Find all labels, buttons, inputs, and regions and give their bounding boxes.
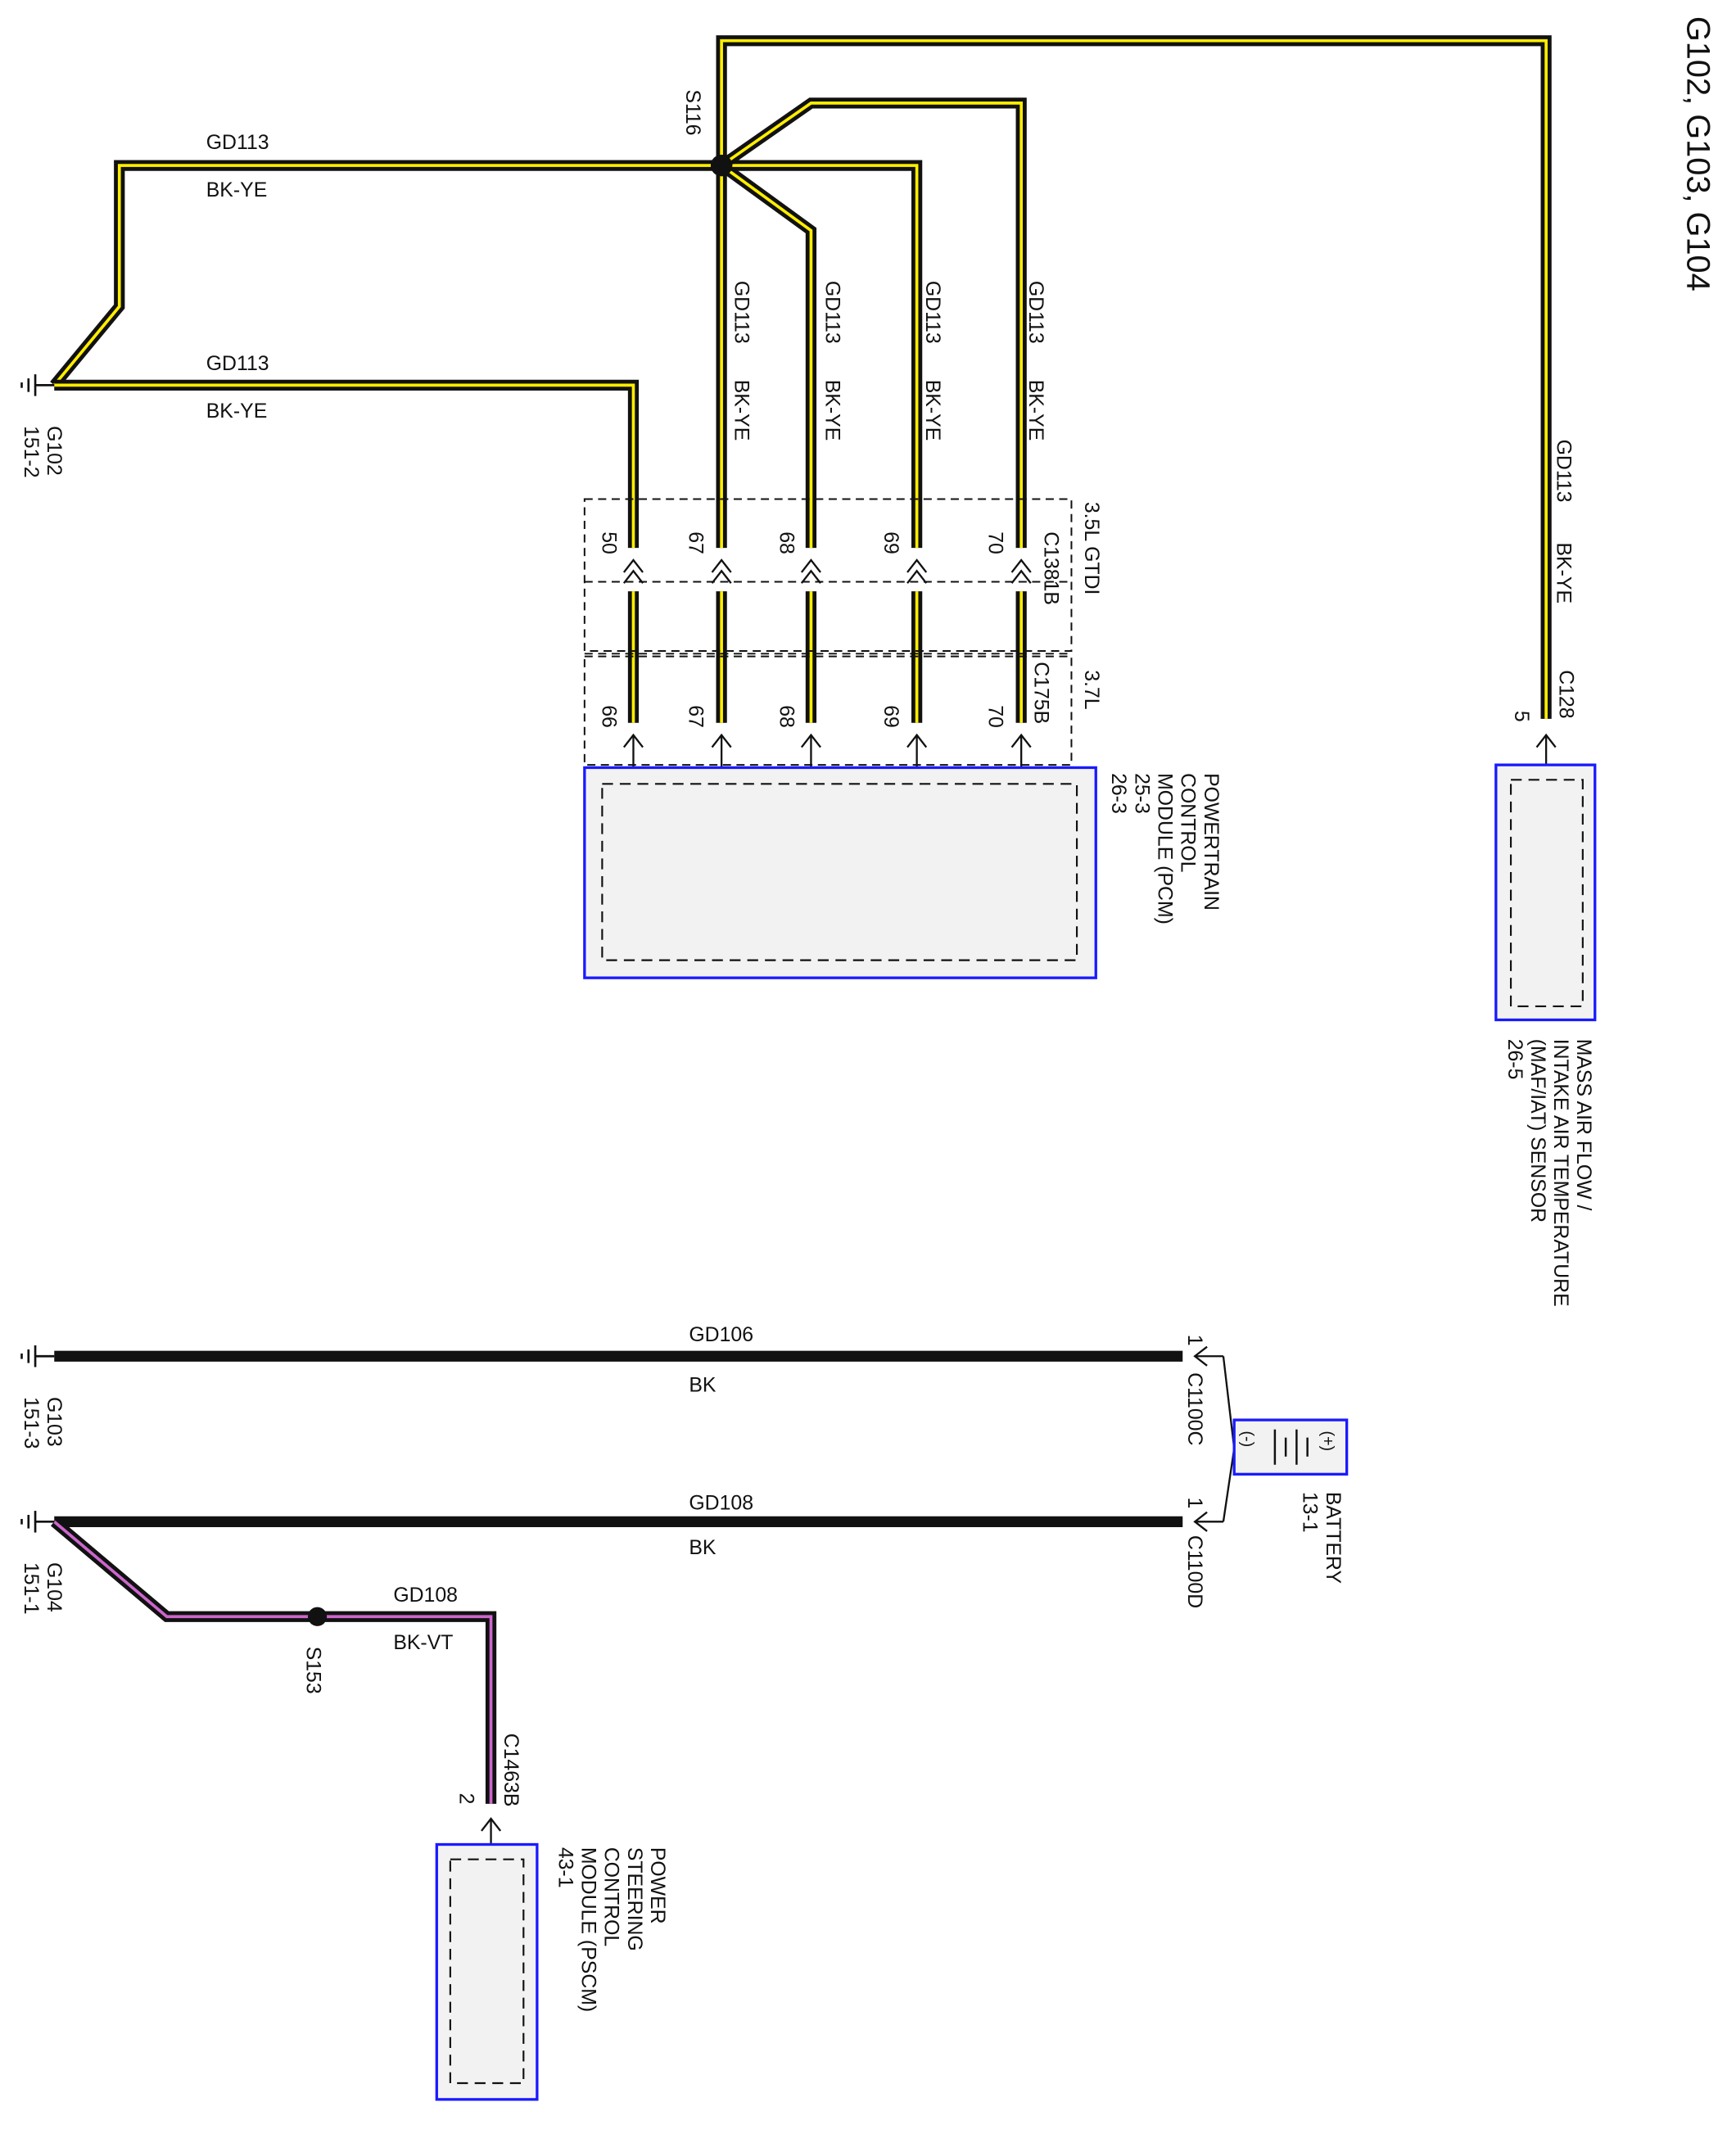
connector-c175b-label: C175B xyxy=(1030,662,1052,724)
splice-s116 xyxy=(710,154,733,177)
ground-g104-icon xyxy=(20,1511,55,1533)
pin-c1463b: 2 xyxy=(454,1793,477,1805)
pscm-label-5: 43-1 xyxy=(554,1847,576,1888)
pin-bottom-2: 67 xyxy=(684,705,706,728)
wire-label-bkye-b: BK-YE xyxy=(206,400,268,423)
ground-g103-ref: 151-3 xyxy=(20,1397,42,1449)
connector-gtdi-label: 3.5L GTDI xyxy=(1080,502,1102,595)
pin-c1100d: 1 xyxy=(1183,1498,1205,1509)
wire-label-gd113-69: GD113 xyxy=(921,281,943,344)
diagram-title: G102, G103, G104 xyxy=(1679,16,1716,292)
pin-c1100c: 1 xyxy=(1183,1335,1205,1346)
wire-label-bkye-a: BK-YE xyxy=(206,179,268,201)
wire-jumpers xyxy=(627,591,1027,723)
pin-chevron-c1100c xyxy=(1193,1345,1236,1449)
wire-label-gd108-a: GD108 xyxy=(689,1492,753,1514)
pcm-label-2: CONTROL xyxy=(1177,773,1199,872)
battery-icon xyxy=(1273,1429,1309,1465)
ground-g104-name: G104 xyxy=(43,1562,65,1612)
wire-label-gd113-68: GD113 xyxy=(821,281,843,344)
connector-c1100d-label: C1100D xyxy=(1183,1535,1205,1608)
connector-c1100c-label: C1100C xyxy=(1183,1372,1205,1445)
battery-label-2: 13-1 xyxy=(1299,1492,1321,1533)
maf-label-4: 26-5 xyxy=(1503,1039,1526,1080)
wire-label-bkye-68: BK-YE xyxy=(821,380,843,441)
pin-chevrons-top xyxy=(622,558,1032,584)
wire-label-gd113-67: GD113 xyxy=(730,281,753,344)
pin-top-4: 69 xyxy=(879,531,902,554)
splice-s116-label: S116 xyxy=(681,89,703,135)
wire-label-gd113-b: GD113 xyxy=(206,353,269,375)
wire-label-gd113-a: GD113 xyxy=(206,132,269,154)
pscm-label-4: MODULE (PSCM) xyxy=(577,1847,599,2012)
wire-s116-to-pin68 xyxy=(718,160,817,549)
pin-top-3: 68 xyxy=(775,531,797,554)
battery-minus: (-) xyxy=(1238,1431,1256,1447)
wire-s116-to-pin69 xyxy=(721,160,923,549)
pin-bottom-1: 66 xyxy=(597,705,619,728)
wire-s116-to-c128 xyxy=(716,35,1552,719)
connector-c1463b-label: C1463B xyxy=(500,1733,522,1807)
wire-label-bk-a: BK xyxy=(689,1374,717,1396)
wire-label-bkye-c128: BK-YE xyxy=(1552,543,1574,604)
wire-label-gd113-70: GD113 xyxy=(1024,281,1047,344)
wire-label-bkye-67: BK-YE xyxy=(730,380,753,441)
battery-label-1: BATTERY xyxy=(1322,1492,1344,1584)
ground-g103-icon xyxy=(20,1345,55,1367)
pcm-module xyxy=(583,766,1097,979)
pin-top-2: 67 xyxy=(684,531,706,554)
splice-s153-label: S153 xyxy=(301,1647,323,1694)
maf-sensor xyxy=(1494,763,1597,1022)
connector-c128-label: C128 xyxy=(1555,670,1577,718)
pcm-label-3: MODULE (PCM) xyxy=(1153,773,1175,924)
maf-label-2: INTAKE AIR TEMPERATURE xyxy=(1549,1039,1571,1307)
ground-g102-icon xyxy=(20,374,55,396)
pin-bottom-3: 68 xyxy=(775,705,797,728)
pin-bottom-5: 70 xyxy=(983,705,1006,728)
wire-label-gd113-c128: GD113 xyxy=(1552,440,1574,503)
wire-label-bkye-69: BK-YE xyxy=(921,380,943,441)
pin-top-5: 70 xyxy=(983,531,1006,554)
wire-label-gd108-b: GD108 xyxy=(393,1584,458,1607)
battery xyxy=(1232,1418,1349,1476)
wire-g102-to-pin50 xyxy=(54,379,640,549)
pcm-label-1: POWERTRAIN xyxy=(1200,773,1222,911)
wire-label-bkye-70: BK-YE xyxy=(1024,380,1047,441)
connector-c1381b-label: C1381B xyxy=(1039,531,1061,605)
battery-plus: (+) xyxy=(1318,1431,1336,1451)
splice-s153 xyxy=(307,1607,328,1626)
maf-label-1: MASS AIR FLOW / xyxy=(1572,1039,1594,1211)
pscm-label-2: STEERING xyxy=(623,1847,645,1951)
wire-label-bk-b: BK xyxy=(689,1537,717,1559)
wire-g102-to-s116 xyxy=(50,160,722,389)
pin-bottom-4: 69 xyxy=(879,705,902,728)
ground-g102-name: G102 xyxy=(43,426,65,476)
maf-label-3: (MAF/IAT) SENSOR xyxy=(1526,1039,1548,1223)
wire-label-bkvt: BK-VT xyxy=(393,1632,453,1654)
pscm-label-3: CONTROL xyxy=(600,1847,622,1946)
pin-chevron-c1100d xyxy=(1193,1448,1236,1532)
ground-g104-ref: 151-1 xyxy=(20,1562,42,1615)
pin-top-1: 50 xyxy=(597,531,619,554)
pscm-label-1: POWER xyxy=(646,1847,668,1924)
wire-gd108-bkvt xyxy=(50,1517,497,1804)
connector-37l-label: 3.7L xyxy=(1080,670,1102,709)
ground-g102-ref: 151-2 xyxy=(20,426,42,478)
pscm-module xyxy=(435,1842,539,2101)
pcm-label-5: 26-3 xyxy=(1107,773,1129,814)
ground-g103-name: G103 xyxy=(43,1397,65,1447)
pcm-label-4: 25-3 xyxy=(1130,773,1152,814)
wire-label-gd106: GD106 xyxy=(689,1324,753,1346)
wire-s116-to-pin70 xyxy=(718,97,1027,549)
connector-c1381b-outline xyxy=(583,498,1073,652)
pin-c128: 5 xyxy=(1510,711,1532,722)
